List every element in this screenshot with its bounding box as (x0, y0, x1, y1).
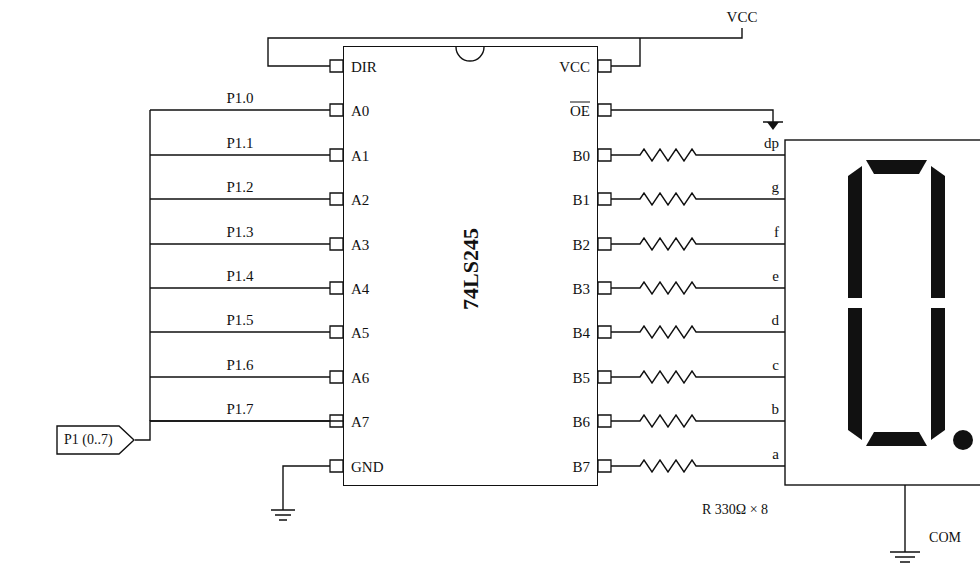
bus-wire (150, 110, 330, 421)
chip-name: 74LS245 (460, 228, 482, 310)
signal-name: P1.5 (226, 313, 253, 328)
segment (931, 166, 945, 298)
ic-notch (456, 47, 484, 61)
signal-name: P1.4 (226, 269, 253, 284)
segment-name: b (772, 402, 780, 417)
seven-segment-digit (848, 160, 973, 450)
segment (866, 160, 927, 174)
pin-name: B4 (572, 326, 590, 341)
segment-name: c (772, 358, 779, 373)
signal-name: P1.2 (226, 180, 253, 195)
com-ground (890, 485, 920, 562)
pin-name: B0 (572, 149, 590, 164)
segment (848, 308, 862, 440)
pin-name: B5 (572, 371, 590, 386)
ic-chip: 74LS245 DIR A0A1A2A3A4A5A6A7GND VCC OE B0B1B2… (343, 46, 598, 486)
pin-name: VCC (559, 60, 590, 75)
bus-wire (135, 421, 343, 440)
segment (866, 432, 927, 446)
signal-name: P1.1 (226, 136, 253, 151)
gnd-wire (271, 466, 330, 520)
oe-wire (611, 110, 783, 122)
pin-name: B7 (572, 460, 590, 475)
segment-name: f (774, 225, 779, 240)
pin-name: A5 (351, 326, 369, 341)
decimal-point (953, 430, 973, 450)
signal-name: P1.6 (226, 358, 253, 373)
pin-name: COM (929, 531, 961, 545)
resistor-value: R 330Ω × 8 (702, 503, 768, 517)
segment (848, 166, 862, 298)
ground-arrow (767, 122, 779, 130)
tag-shape (57, 426, 134, 454)
resistor-symbol (611, 149, 785, 472)
segment-name: d (772, 313, 780, 328)
signal-name: P1.7 (226, 402, 253, 417)
wiring (150, 28, 920, 562)
pin-name: B6 (572, 415, 590, 430)
segment-name: g (772, 180, 780, 195)
pin-name: B3 (572, 282, 590, 297)
pin-name: B1 (572, 193, 590, 208)
pin-name: A3 (351, 238, 369, 253)
signal-name: P1.0 (226, 91, 253, 106)
pin-name: DIR (351, 60, 377, 75)
pin-name: A0 (351, 104, 369, 119)
pin-name: A1 (351, 149, 369, 164)
supply-name: VCC (727, 10, 758, 25)
display-housing (785, 140, 980, 485)
segment-name: dp (764, 136, 779, 151)
pin-pad (330, 60, 611, 472)
pin-name: B2 (572, 238, 590, 253)
pin-name: A4 (351, 282, 369, 297)
port-tag: P1 (0..7) (56, 425, 135, 455)
pin-name: A7 (351, 415, 369, 430)
pin-name: A2 (351, 193, 369, 208)
pin-pads (330, 60, 611, 472)
pin-name: A6 (351, 371, 369, 386)
segment-name: e (772, 269, 779, 284)
port-name: P1 (0..7) (64, 433, 113, 447)
signal-name: P1.3 (226, 225, 253, 240)
pin-name: OE (570, 104, 590, 119)
segment-name: a (772, 447, 779, 462)
pin-name: GND (351, 460, 384, 475)
segment (931, 308, 945, 440)
